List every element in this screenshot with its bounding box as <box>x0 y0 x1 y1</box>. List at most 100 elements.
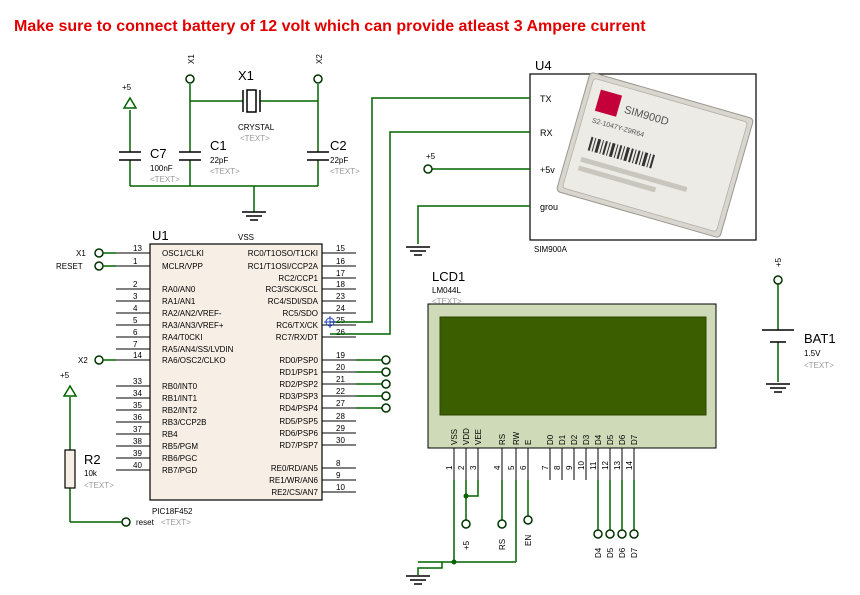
r2-ref: R2 <box>84 452 101 467</box>
sim900-chip-image: SIM900D S2-1047Y-Z9R64 <box>556 72 754 238</box>
u1-right-pin-number: 17 <box>336 269 345 278</box>
lcd-pins: VSS1VDD2VEE3RS4RW5E6D07D18D29D310D411D51… <box>445 428 639 480</box>
u1-left-pin-name: RA0/AN0 <box>162 285 196 294</box>
lcd-d7-terminal[interactable] <box>629 529 639 539</box>
u1-left-pin-name: RB2/INT2 <box>162 406 198 415</box>
c7-vcc-arrow <box>123 97 137 109</box>
c7-ref: C7 <box>150 146 167 161</box>
sim-vcc-terminal[interactable] <box>423 164 433 174</box>
lcd-placeholder: <TEXT> <box>432 297 462 306</box>
u1-right-pin-name: RC6/TX/CK <box>276 321 318 330</box>
u1-right-pin-name: RD0/PSP0 <box>279 356 318 365</box>
lcd-pin-number: 4 <box>493 465 502 470</box>
u1-left-pin-name: RA4/T0CKI <box>162 333 202 342</box>
u1-right-pin-number: 26 <box>336 328 345 337</box>
portd-terminal <box>381 391 391 401</box>
lcd-en-terminal[interactable] <box>523 515 533 525</box>
net-x2-terminal[interactable] <box>94 355 104 365</box>
lcd-d6-net-label: D6 <box>618 547 627 558</box>
u1-left-pin-name: RA3/AN3/VREF+ <box>162 321 224 330</box>
u1-left-pin-name: RB6/PGC <box>162 454 197 463</box>
u1-right-pin-number: 25 <box>336 316 345 325</box>
u1-left-pin-number: 34 <box>133 389 142 398</box>
lcd-pin-number: 7 <box>541 465 550 470</box>
lcd-d5-terminal[interactable] <box>605 529 615 539</box>
u1-left-pin-number: 14 <box>133 351 142 360</box>
r2-wires <box>69 397 122 523</box>
net-reset-terminal[interactable] <box>94 261 104 271</box>
lcd-pin-number: 11 <box>589 461 598 470</box>
u1-right-pin-number: 20 <box>336 363 345 372</box>
u1-right-pin-name: RE0/RD/AN5 <box>271 464 319 473</box>
u1-left-pin-number: 37 <box>133 425 142 434</box>
c7-vcc-label: +5 <box>122 83 132 92</box>
crystal-placeholder: <TEXT> <box>240 134 270 143</box>
u1-left-pin-name: RB4 <box>162 430 178 439</box>
u1-right-pin-name: RC2/CCP1 <box>278 274 318 283</box>
net-x1-terminal[interactable] <box>94 248 104 258</box>
lcd-d4-net-label: D4 <box>594 547 603 558</box>
u1-left-pin-name: RA2/AN2/VREF- <box>162 309 222 318</box>
lcd-pin-number: 1 <box>445 465 454 470</box>
lcd-pin-number: 10 <box>577 461 586 470</box>
net-x1-label: X1 <box>76 249 86 258</box>
oscillator-section <box>129 84 319 212</box>
u1-left-pin-name: MCLR/VPP <box>162 262 203 271</box>
sim-wires <box>330 97 530 335</box>
u1-right-pin-number: 10 <box>336 483 345 492</box>
u1-right-pin-number: 8 <box>336 459 341 468</box>
u1-left-pin-number: 38 <box>133 437 142 446</box>
lcd-vcc-terminal[interactable] <box>461 519 471 529</box>
lcd-d4-terminal[interactable] <box>593 529 603 539</box>
lcd-junctions <box>451 493 469 565</box>
lcd-pin-name: D4 <box>594 434 603 445</box>
battery-placeholder: <TEXT> <box>804 361 834 370</box>
lcd-d6-terminal[interactable] <box>617 529 627 539</box>
u1-left-pin-number: 2 <box>133 280 138 289</box>
lcd-pin-number: 5 <box>507 465 516 470</box>
battery-symbol <box>762 329 794 343</box>
u1-left-pin-number: 36 <box>133 413 142 422</box>
portd-terminal <box>381 355 391 365</box>
u1-left-pin-number: 13 <box>133 244 142 253</box>
reset-terminal-label: reset <box>136 518 155 527</box>
portd-terminal <box>381 379 391 389</box>
crystal-value: CRYSTAL <box>238 123 275 132</box>
x1-terminal[interactable] <box>185 74 195 84</box>
u1-left-pin-number: 1 <box>133 257 138 266</box>
u1-right-pin-number: 29 <box>336 424 345 433</box>
u1-right-pin-number: 9 <box>336 471 341 480</box>
lcd-rs-terminal[interactable] <box>497 519 507 529</box>
c2-value: 22pF <box>330 156 348 165</box>
lcd-pin-number: 8 <box>553 465 562 470</box>
u1-right-pin-name: RD3/PSP3 <box>279 392 318 401</box>
u1-right-pin-name: RC3/SCK/SCL <box>266 285 319 294</box>
r2-vcc-arrow <box>63 385 77 397</box>
r2-body <box>64 449 76 489</box>
lcd-wires <box>417 480 635 575</box>
u1-left-pin-number: 35 <box>133 401 142 410</box>
c1-placeholder: <TEXT> <box>210 167 240 176</box>
u1-right-pin-name: RE1/WR/AN6 <box>269 476 318 485</box>
x2-terminal[interactable] <box>313 74 323 84</box>
u1-left-pin-name: RB1/INT1 <box>162 394 198 403</box>
c2-placeholder: <TEXT> <box>330 167 360 176</box>
reset-terminal[interactable] <box>121 517 131 527</box>
lcd-pin-name: RW <box>512 431 521 445</box>
crystal-ref: X1 <box>238 68 254 83</box>
u1-left-pin-number: 7 <box>133 340 138 349</box>
u1-right-pin-name: RD5/PSP5 <box>279 417 318 426</box>
u1-left-pin-number: 33 <box>133 377 142 386</box>
lcd-pin-number: 12 <box>601 461 610 470</box>
warning-title: Make sure to connect battery of 12 volt … <box>14 18 646 35</box>
crystal-ground-symbol <box>241 211 267 221</box>
battery-vcc-terminal[interactable] <box>773 275 783 285</box>
c7-value: 100nF <box>150 164 173 173</box>
sim-ground-symbol <box>405 246 431 256</box>
u1-left-pin-number: 4 <box>133 304 138 313</box>
lcd-pin-number: 14 <box>625 461 634 470</box>
portd-terminals <box>356 355 391 413</box>
lcd-d7-net-label: D7 <box>630 547 639 558</box>
c1-value: 22pF <box>210 156 228 165</box>
u4-tx-label: TX <box>540 94 552 104</box>
